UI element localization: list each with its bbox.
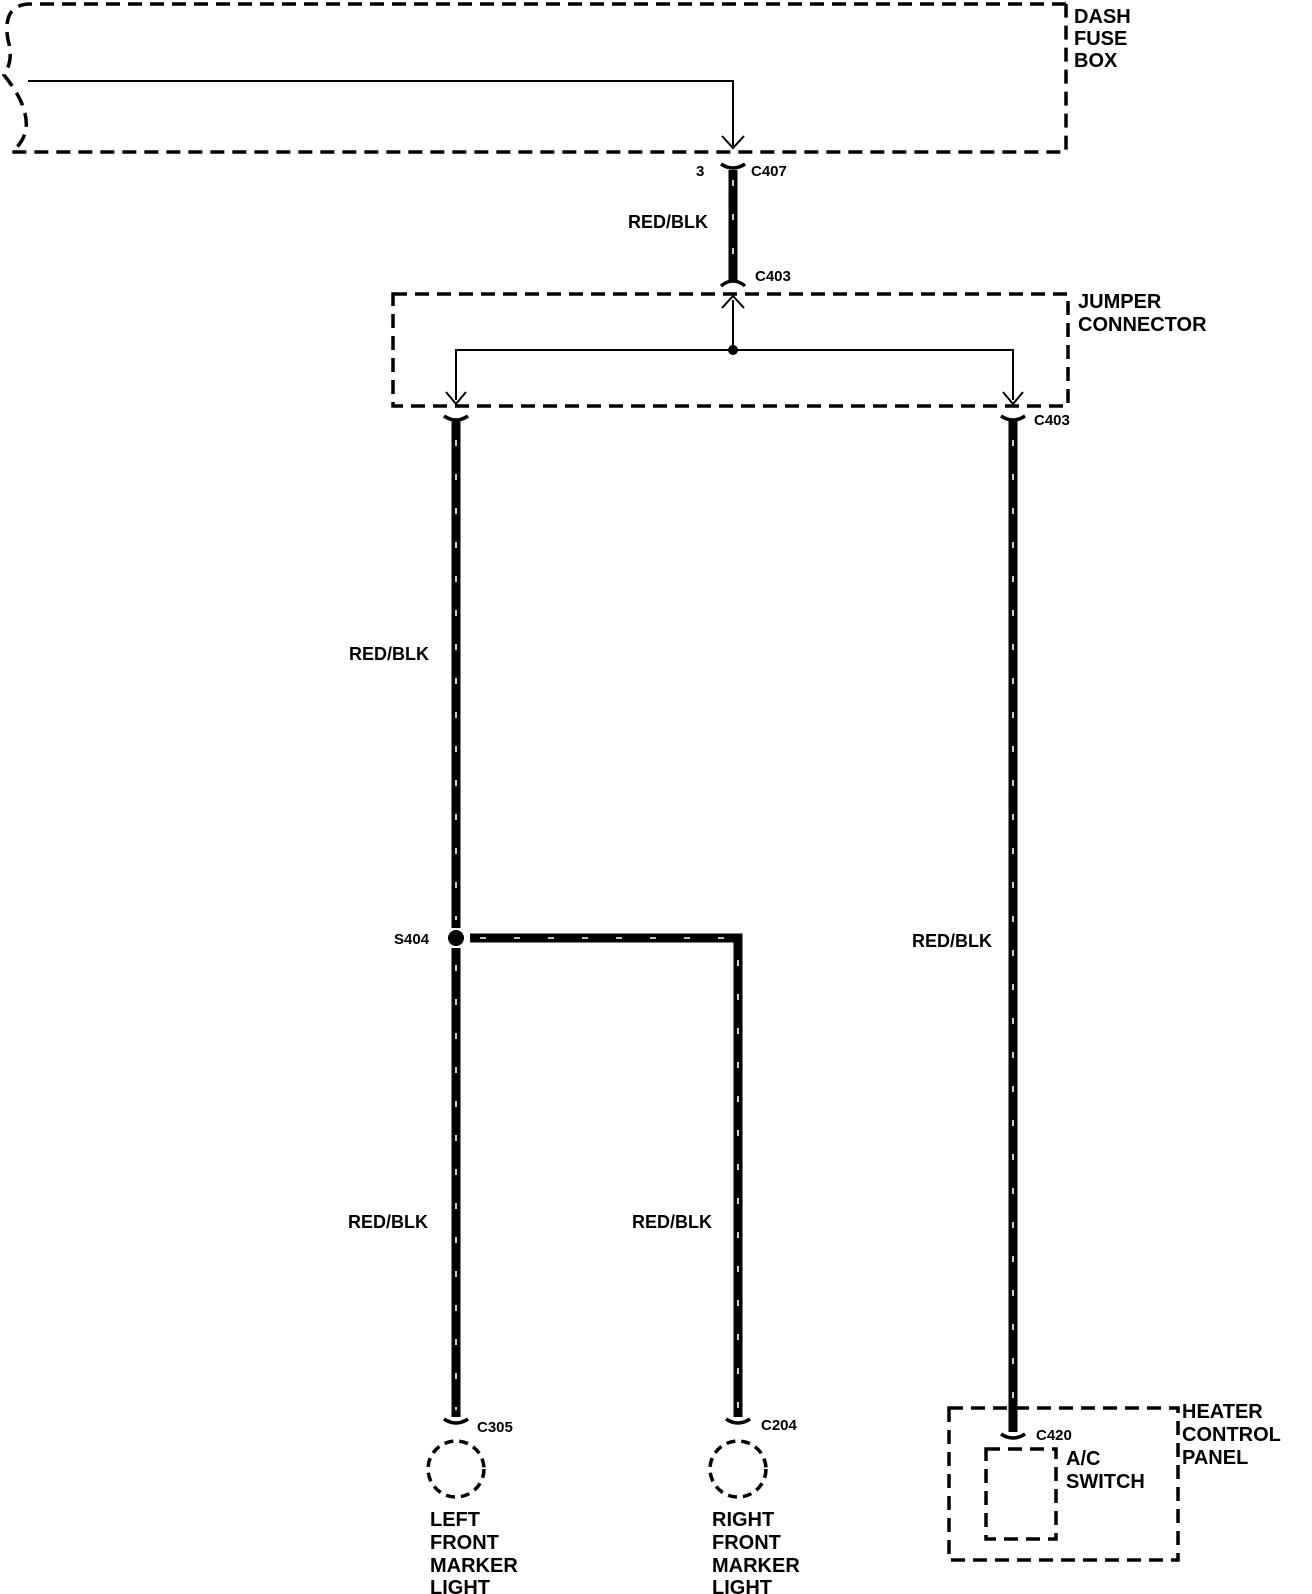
wire-left-lower-color: RED/BLK <box>348 1212 428 1232</box>
left-front-marker-bulb <box>426 1439 486 1499</box>
jumper-right-arrow <box>1002 391 1024 406</box>
fuse-to-jumper-wire-group: 3 C407 RED/BLK C403 <box>628 162 791 288</box>
dash-fuse-box-outline <box>1 2 1068 154</box>
wire-left-upper-color: RED/BLK <box>349 644 429 664</box>
s404-splice <box>448 930 464 946</box>
c305-connector <box>443 1417 469 1425</box>
jumper-feed-arrow <box>721 294 745 309</box>
jumper-connector-outline <box>391 292 1070 408</box>
wire-right-marker-color: RED/BLK <box>632 1212 712 1232</box>
s404-label: S404 <box>394 931 430 948</box>
right-front-marker-bulb <box>708 1439 768 1499</box>
jumper-connector-label-line1: JUMPER <box>1078 291 1162 313</box>
c407-arrow <box>721 135 745 150</box>
c407-label: C407 <box>751 163 787 180</box>
c420-label: C420 <box>1036 1427 1072 1444</box>
c204-label: C204 <box>761 1417 798 1434</box>
c403-top-connector <box>719 279 747 288</box>
right-marker-label-line1: RIGHT <box>712 1509 774 1531</box>
heater-panel-label-line3: PANEL <box>1182 1447 1248 1469</box>
ac-switch-outline <box>984 1447 1058 1541</box>
left-marker-label-line1: LEFT <box>430 1509 480 1531</box>
ac-switch-label-line2: SWITCH <box>1066 1471 1145 1493</box>
jumper-bus-line <box>455 349 1014 400</box>
c204-connector <box>725 1417 751 1425</box>
left-marker-label-line4: LIGHT <box>430 1577 490 1594</box>
jumper-connector-label-line2: CONNECTOR <box>1078 314 1207 336</box>
wire-heater-panel-color: RED/BLK <box>912 931 992 951</box>
dash-fuse-box-label-line3: BOX <box>1074 50 1118 72</box>
c407-connector <box>720 162 746 170</box>
heater-control-panel-outline <box>947 1406 1180 1562</box>
jumper-left-arrow <box>445 391 467 406</box>
fuse-box-internal-circuit <box>28 80 734 146</box>
right-marker-label-line2: FRONT <box>712 1532 781 1554</box>
left-marker-label-line2: FRONT <box>430 1532 499 1554</box>
c420-connector <box>1000 1432 1026 1440</box>
heater-panel-label-line1: HEATER <box>1182 1401 1263 1423</box>
wire-right-marker <box>470 933 743 1417</box>
c403-right-connector <box>1000 414 1026 422</box>
c403-right-label: C403 <box>1034 412 1070 429</box>
dash-fuse-box-label-line1: DASH <box>1074 6 1131 28</box>
right-marker-label-line3: MARKER <box>712 1555 800 1577</box>
dash-fuse-box: DASH FUSE BOX <box>1 2 1131 154</box>
c407-pin-label: 3 <box>696 163 704 180</box>
c403-top-label: C403 <box>755 268 791 285</box>
right-marker-label-line4: LIGHT <box>712 1577 772 1594</box>
c305-label: C305 <box>477 1419 513 1436</box>
heater-panel-label-line2: CONTROL <box>1182 1424 1281 1446</box>
right-marker-branch: RED/BLK C204 RIGHT FRONT MARKER LIGHT <box>470 933 800 1594</box>
c403-left-connector <box>443 414 469 422</box>
dash-fuse-box-label-line2: FUSE <box>1074 28 1127 50</box>
left-branch: RED/BLK S404 RED/BLK C305 LEFT FRONT MAR… <box>348 414 518 1594</box>
jumper-connector: JUMPER CONNECTOR <box>391 291 1207 408</box>
wire-fuse-to-jumper-color: RED/BLK <box>628 212 708 232</box>
heater-panel-branch: C403 RED/BLK C420 A/C SWITCH HEATER CONT… <box>912 412 1281 1562</box>
left-marker-label-line3: MARKER <box>430 1555 518 1577</box>
ac-switch-label-line1: A/C <box>1066 1448 1100 1470</box>
